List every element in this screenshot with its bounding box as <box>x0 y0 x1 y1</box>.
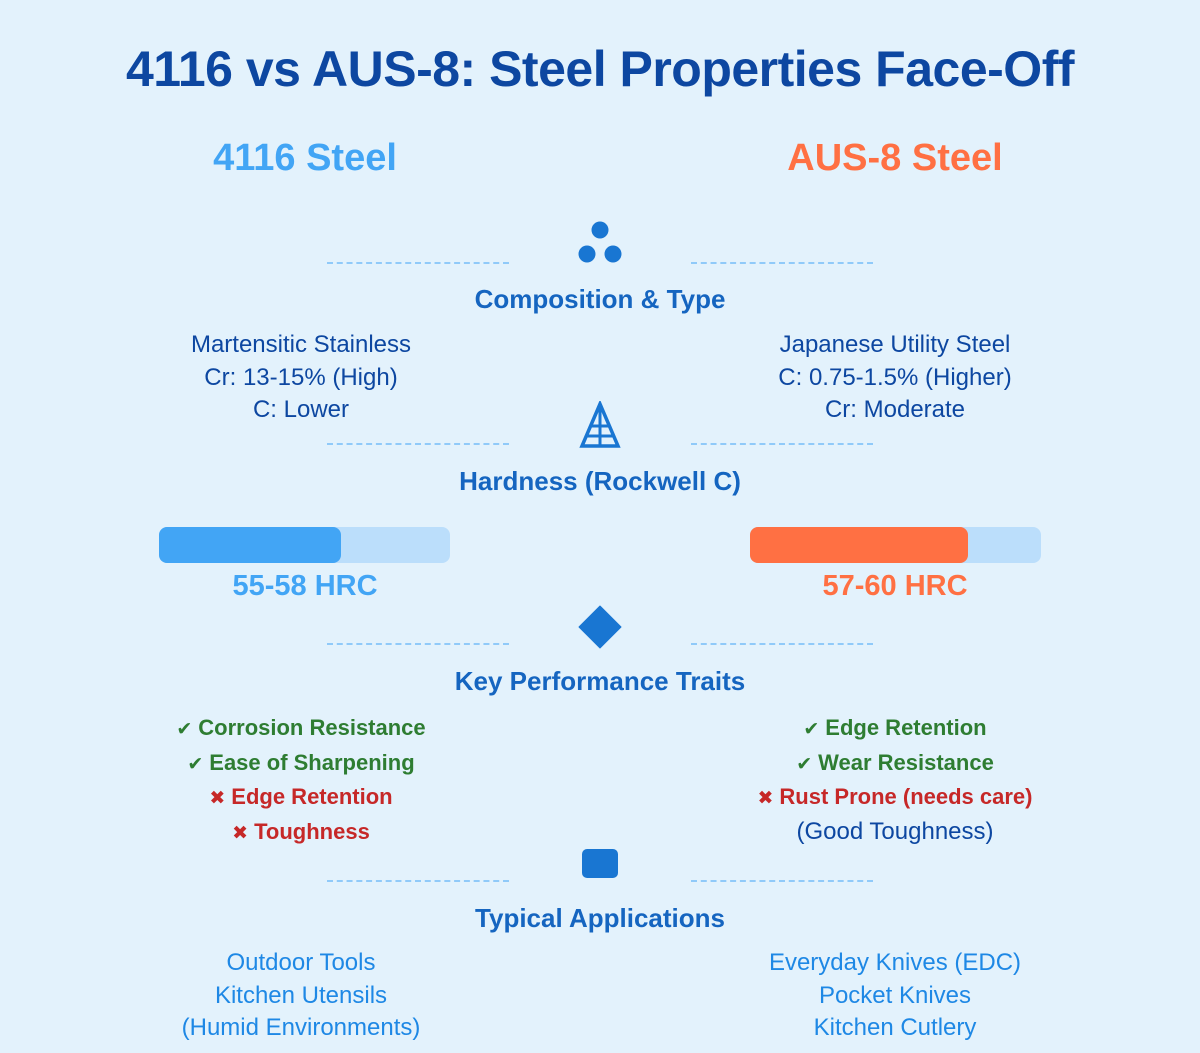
trait-item: ✔Wear Resistance <box>645 747 1145 782</box>
trait-label: (Good Toughness) <box>796 818 994 846</box>
column-title-aus8: AUS-8 Steel <box>787 137 1003 179</box>
rounded-square-icon <box>582 849 618 878</box>
section-title-hardness: Hardness (Rockwell C) <box>459 466 741 496</box>
hardness-bar-aus8 <box>750 527 1041 563</box>
trait-label: Rust Prone (needs care) <box>779 784 1033 810</box>
composition-aus8: Japanese Utility Steel C: 0.75-1.5% (Hig… <box>645 329 1145 427</box>
check-icon: ✔ <box>796 753 813 775</box>
trait-label: Wear Resistance <box>818 749 994 775</box>
divider-right <box>691 443 873 445</box>
divider-right <box>691 643 873 645</box>
trait-item: ✔Edge Retention <box>645 712 1145 747</box>
trait-item: ✖Edge Retention <box>51 781 551 816</box>
section-title-applications: Typical Applications <box>475 903 725 933</box>
hardness-bar-fill-4116 <box>159 527 341 563</box>
column-title-4116: 4116 Steel <box>213 137 397 179</box>
trait-item: ✖Rust Prone (needs care) <box>645 781 1145 816</box>
cross-icon: ✖ <box>209 788 226 810</box>
application-item: Pocket Knives <box>818 981 972 1009</box>
diamond-icon <box>578 605 622 649</box>
applications-aus8: Everyday Knives (EDC) Pocket Knives Kitc… <box>645 947 1145 1045</box>
traits-4116: ✔Corrosion Resistance ✔Ease of Sharpenin… <box>51 712 551 851</box>
trait-label: Edge Retention <box>825 715 987 740</box>
trait-label: Toughness <box>254 819 370 845</box>
composition-line: Martensitic Stainless <box>190 331 412 358</box>
application-item: Kitchen Utensils <box>214 981 388 1009</box>
composition-line: C: 0.75-1.5% (Higher) <box>778 363 1012 391</box>
composition-line: Japanese Utility Steel <box>779 331 1011 358</box>
application-item: Everyday Knives (EDC) <box>768 949 1022 976</box>
trait-label: Ease of Sharpening <box>209 749 415 775</box>
pyramid-icon <box>578 399 622 449</box>
hardness-value-aus8: 57-60 HRC <box>822 570 968 602</box>
cross-icon: ✖ <box>232 823 249 845</box>
hardness-bar-fill-aus8 <box>750 527 968 563</box>
hardness-value-4116: 55-58 HRC <box>232 570 378 602</box>
hardness-bar-4116 <box>159 527 450 563</box>
page-title: 4116 vs AUS-8: Steel Properties Face-Off <box>126 41 1075 97</box>
trait-label: Edge Retention <box>231 784 393 810</box>
divider-right <box>691 262 873 264</box>
divider-left <box>327 880 509 882</box>
trait-item: ✔Corrosion Resistance <box>51 712 551 747</box>
application-item: (Humid Environments) <box>181 1014 421 1041</box>
trait-label: Corrosion Resistance <box>198 715 426 740</box>
divider-left <box>327 643 509 645</box>
composition-line: C: Lower <box>252 396 350 423</box>
section-title-traits: Key Performance Traits <box>454 666 746 696</box>
check-icon: ✔ <box>803 719 820 740</box>
application-item: Outdoor Tools <box>226 949 376 976</box>
divider-left <box>327 443 509 445</box>
divider-right <box>691 880 873 882</box>
section-title-composition: Composition & Type <box>474 284 726 314</box>
check-icon: ✔ <box>176 719 193 740</box>
three-dots-icon <box>577 221 623 265</box>
divider-left <box>327 262 509 264</box>
application-item: Kitchen Cutlery <box>813 1014 977 1041</box>
applications-4116: Outdoor Tools Kitchen Utensils (Humid En… <box>51 947 551 1045</box>
trait-item: (Good Toughness) <box>645 816 1145 849</box>
check-icon: ✔ <box>187 753 204 775</box>
traits-aus8: ✔Edge Retention ✔Wear Resistance ✖Rust P… <box>645 712 1145 849</box>
trait-item: ✔Ease of Sharpening <box>51 747 551 782</box>
composition-line: Cr: 13-15% (High) <box>204 363 398 391</box>
cross-icon: ✖ <box>757 788 774 810</box>
composition-line: Cr: Moderate <box>824 396 966 423</box>
trait-item: ✖Toughness <box>51 816 551 851</box>
composition-4116: Martensitic Stainless Cr: 13-15% (High) … <box>51 329 551 427</box>
